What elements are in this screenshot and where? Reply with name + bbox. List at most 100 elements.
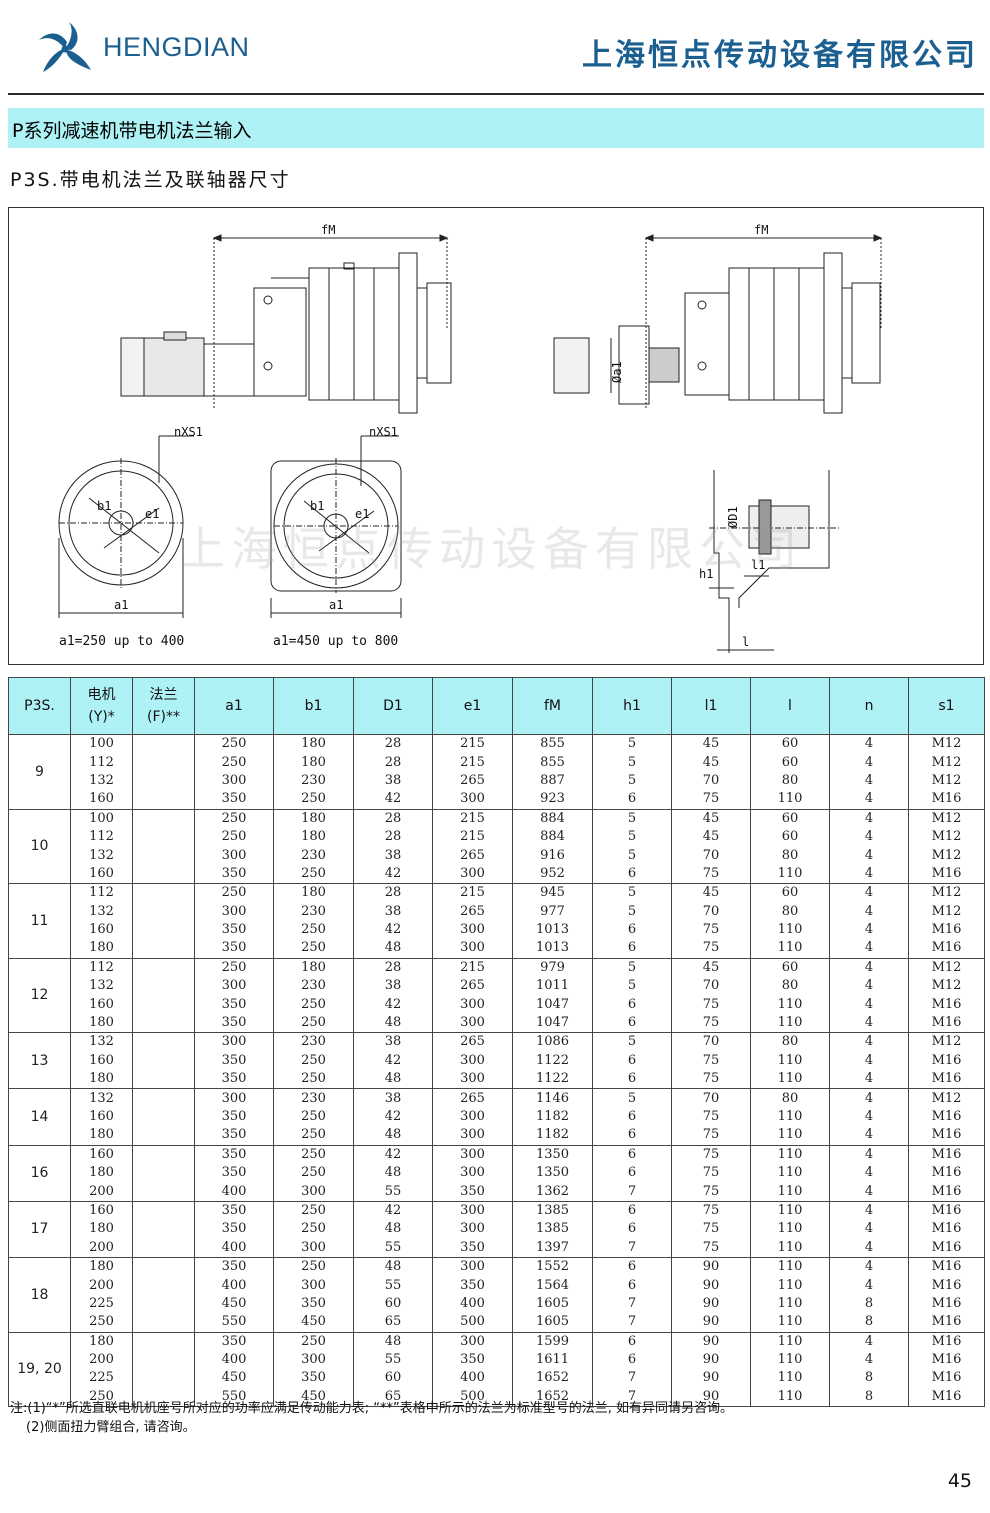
- table-cell: 48: [353, 1257, 433, 1277]
- table-cell: 7: [592, 1369, 672, 1388]
- table-cell: 350: [194, 939, 274, 959]
- column-header-label: l: [788, 698, 792, 714]
- flange-cell: [132, 1332, 195, 1351]
- table-cell: 55: [353, 1238, 433, 1258]
- flange-cell: [132, 846, 195, 865]
- table-cell: 350: [194, 1051, 274, 1071]
- table-cell: 6: [592, 920, 672, 940]
- table-cell: 250: [273, 1332, 354, 1351]
- table-cell: 923: [512, 790, 593, 810]
- column-header: fM: [512, 677, 593, 735]
- table-cell: 4: [829, 1013, 909, 1034]
- table-cell: 75: [671, 1126, 751, 1146]
- table-cell: 350: [194, 790, 274, 810]
- table-cell: 300: [273, 1182, 354, 1202]
- watermark-text: 上海恒点传动设备有限公司: [179, 522, 803, 576]
- label-nxs1-right: nXS1: [369, 425, 398, 439]
- table-cell: 6: [592, 1013, 672, 1034]
- table-cell: 75: [671, 1107, 751, 1127]
- flange-cell: [132, 902, 195, 921]
- table-cell: 110: [750, 1182, 830, 1202]
- table-cell: 112: [70, 883, 133, 903]
- table-cell: 28: [353, 958, 433, 978]
- table-cell: 110: [750, 1013, 830, 1034]
- table-cell: M16: [908, 1145, 985, 1164]
- label-e1-right: e1: [355, 507, 369, 521]
- table-cell: 60: [750, 734, 830, 754]
- technical-drawing: fM fM nXS1 nXS1 b1 e1 b1 e1 a1 a1 Øa1 ØD…: [8, 207, 984, 665]
- table-cell: 8: [829, 1369, 909, 1388]
- table-cell: 55: [353, 1350, 433, 1370]
- table-cell: 4: [829, 846, 909, 865]
- flange-cell: [132, 958, 195, 978]
- column-header: l: [750, 677, 830, 735]
- table-cell: 48: [353, 1332, 433, 1351]
- table-cell: 160: [70, 1107, 133, 1127]
- table-cell: 6: [592, 864, 672, 885]
- table-cell: M16: [908, 1107, 985, 1127]
- table-cell: 300: [194, 1088, 274, 1108]
- table-cell: M16: [908, 1276, 985, 1295]
- table-cell: 4: [829, 939, 909, 959]
- table-cell: 160: [70, 1201, 133, 1221]
- company-name: 上海恒点传动设备有限公司: [582, 38, 978, 73]
- flange-cell: [132, 939, 195, 959]
- table-cell: 5: [592, 1088, 672, 1108]
- table-cell: 55: [353, 1182, 433, 1202]
- table-cell: 300: [194, 1032, 274, 1052]
- size-cell: 10: [8, 809, 71, 885]
- table-cell: 300: [432, 1257, 513, 1277]
- table-cell: 110: [750, 1107, 830, 1127]
- table-cell: 132: [70, 1032, 133, 1052]
- brand-name: HENGDIAN: [103, 32, 250, 62]
- table-cell: 215: [432, 753, 513, 772]
- table-cell: 250: [194, 958, 274, 978]
- table-cell: 350: [432, 1350, 513, 1370]
- table-cell: 5: [592, 846, 672, 865]
- column-header-label: e1: [463, 698, 482, 714]
- table-cell: 110: [750, 1369, 830, 1388]
- table-cell: 450: [273, 1387, 354, 1408]
- table-cell: 250: [273, 1107, 354, 1127]
- column-header-label: 法兰: [149, 687, 178, 703]
- size-cell: 12: [8, 958, 71, 1034]
- table-cell: 250: [70, 1387, 133, 1408]
- flange-cell: [132, 1032, 195, 1052]
- table-cell: 230: [273, 846, 354, 865]
- table-cell: 75: [671, 1145, 751, 1164]
- footnotes: 注:(1)“*”所选直联电机机座号所对应的功率应满足传动能力表; “**”表格中…: [10, 1399, 733, 1437]
- table-cell: 80: [750, 771, 830, 791]
- table-cell: M12: [908, 846, 985, 865]
- label-fm-right: fM: [754, 223, 768, 237]
- flange-cell: [132, 734, 195, 754]
- table-cell: M16: [908, 1182, 985, 1202]
- table-cell: 1652: [512, 1387, 593, 1408]
- table-cell: 215: [432, 883, 513, 903]
- table-cell: 250: [70, 1313, 133, 1333]
- table-cell: 300: [432, 1163, 513, 1183]
- table-cell: 1182: [512, 1126, 593, 1146]
- table-cell: 6: [592, 1257, 672, 1277]
- table-cell: M16: [908, 1013, 985, 1034]
- table-cell: 350: [194, 864, 274, 885]
- table-cell: 90: [671, 1257, 751, 1277]
- table-cell: 6: [592, 939, 672, 959]
- flange-cell: [132, 1013, 195, 1034]
- table-cell: M12: [908, 827, 985, 847]
- table-cell: 4: [829, 1088, 909, 1108]
- table-cell: 60: [750, 753, 830, 772]
- table-cell: 5: [592, 977, 672, 996]
- table-cell: 5: [592, 883, 672, 903]
- table-cell: 75: [671, 1220, 751, 1239]
- table-cell: 180: [273, 809, 354, 828]
- table-cell: 55: [353, 1276, 433, 1295]
- table-cell: 132: [70, 1088, 133, 1108]
- table-cell: 38: [353, 1032, 433, 1052]
- table-cell: M12: [908, 977, 985, 996]
- label-a1-left: a1: [114, 598, 128, 612]
